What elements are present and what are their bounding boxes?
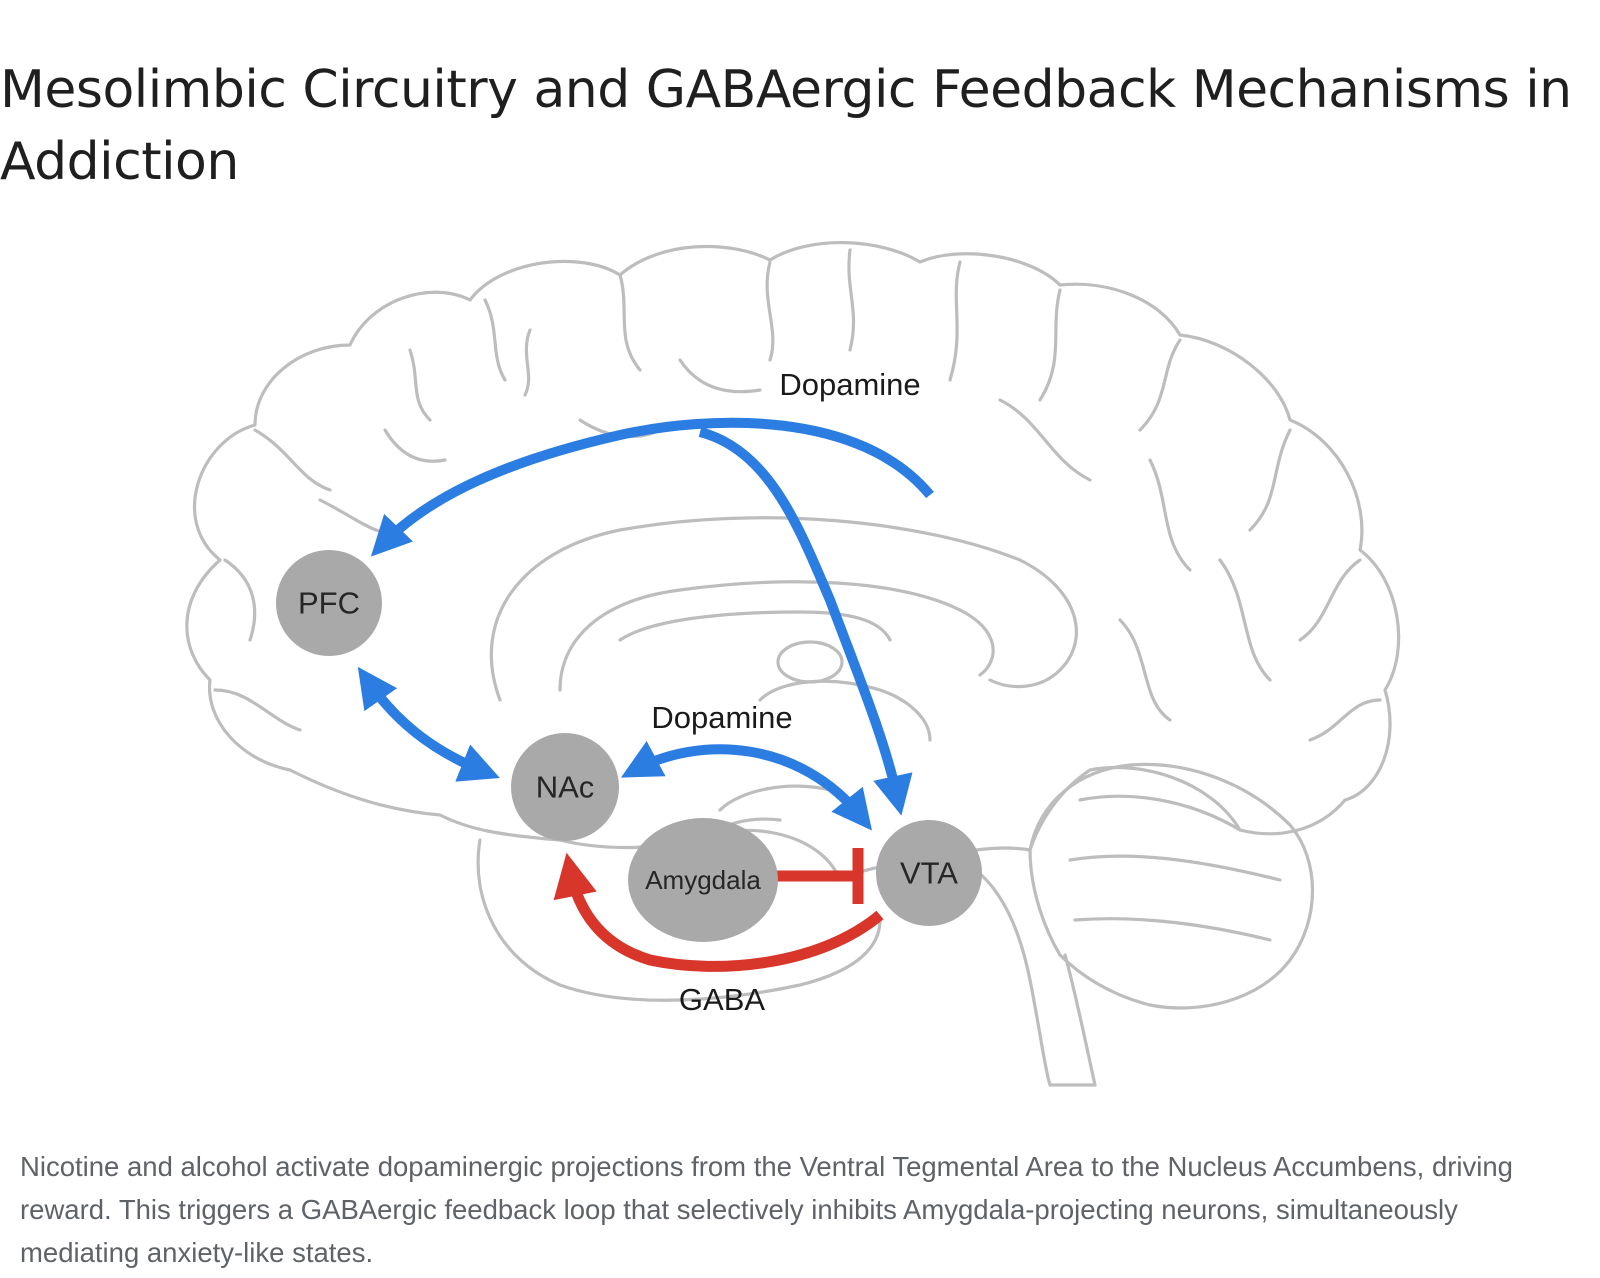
- dopamine-arrow-to-vta: [698, 427, 913, 816]
- edge-label-dopamine-cortical: Dopamine: [779, 367, 920, 402]
- gaba-arrow: [553, 852, 884, 972]
- node-label-amygdala: Amygdala: [645, 865, 761, 895]
- dopamine-arrow-to-pfc: [370, 417, 934, 557]
- cerebellum: [1028, 762, 1314, 1010]
- brain-illustration: [185, 240, 1401, 1087]
- node-label-nac: NAc: [536, 770, 595, 805]
- pfc-nac-bidirectional-arrow: [357, 666, 500, 782]
- brain-circuit-diagram: Dopamine Dopamine GABA PFC NAc Amygdala …: [185, 240, 1401, 1087]
- projections: [357, 417, 934, 972]
- node-label-vta: VTA: [900, 856, 958, 891]
- nac-vta-dopamine-arrow: [620, 741, 872, 831]
- edge-label-gaba: GABA: [679, 982, 765, 1017]
- node-amygdala: Amygdala: [628, 818, 778, 942]
- node-nac: NAc: [511, 733, 619, 841]
- node-vta: VTA: [876, 820, 982, 926]
- cerebrum-outline: [185, 240, 1401, 882]
- figure-caption: Nicotine and alcohol activate dopaminerg…: [20, 1151, 1513, 1268]
- page-title: Mesolimbic Circuitry and GABAergic Feedb…: [0, 60, 1572, 192]
- temporal-lobe: [476, 838, 882, 1002]
- brainstem: [958, 858, 1097, 1087]
- node-label-pfc: PFC: [298, 586, 360, 621]
- corpus-callosum: [489, 516, 1078, 702]
- edge-label-dopamine-mesolimbic: Dopamine: [651, 700, 792, 735]
- node-pfc: PFC: [276, 550, 382, 656]
